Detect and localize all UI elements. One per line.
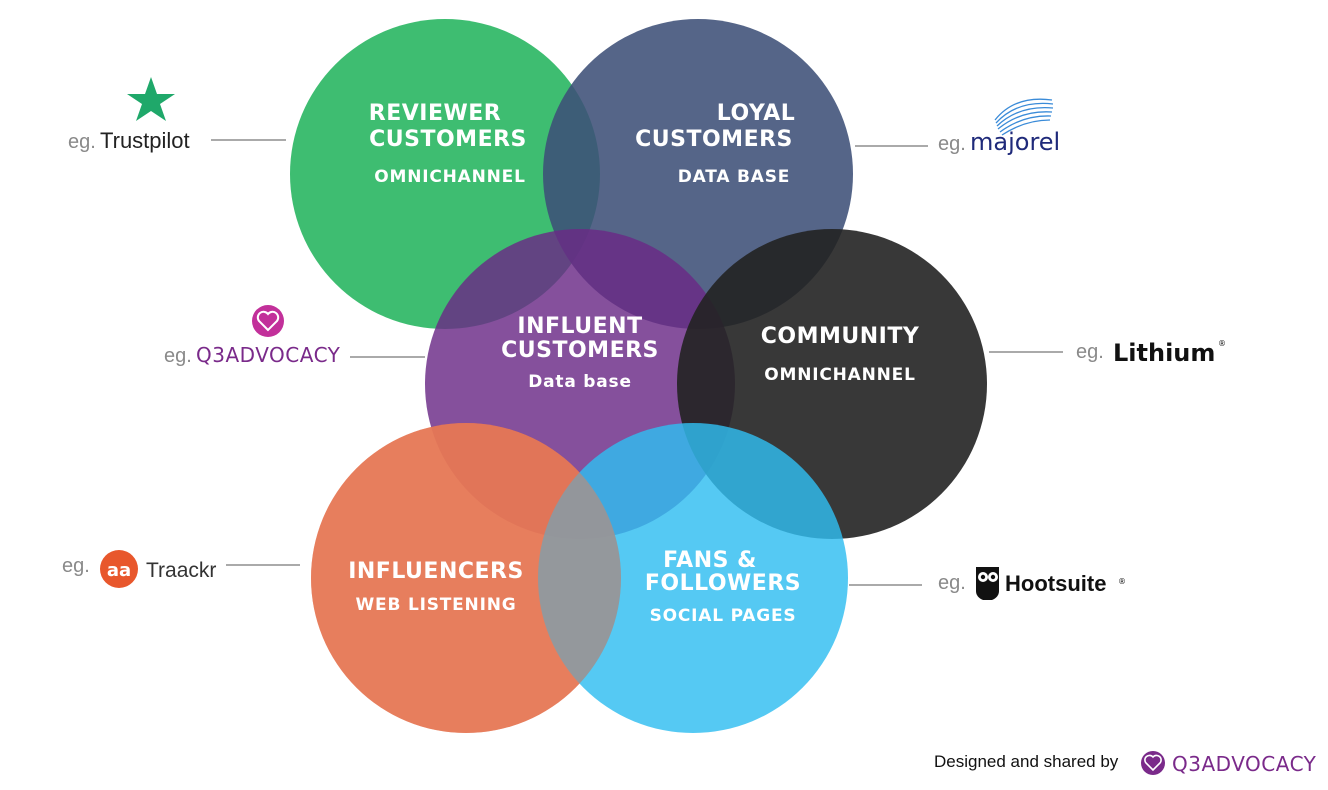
trustpilot-eg: eg. (68, 131, 96, 153)
traackr-eg: eg. (62, 555, 90, 577)
influent-title-2: CUSTOMERS (501, 338, 659, 363)
fans-title-2: FOLLOWERS (645, 571, 801, 596)
lithium-mark: ® (1218, 339, 1226, 348)
heart-icon (1144, 754, 1162, 772)
owl-icon (976, 567, 999, 600)
influencers-sub: WEB LISTENING (356, 595, 517, 615)
example-trustpilot: eg. Trustpilot (68, 77, 190, 153)
loyal-title-2: CUSTOMERS (635, 127, 793, 152)
q3-eg: eg. (164, 345, 192, 367)
example-lithium: eg. Lithium ® (1076, 339, 1226, 367)
credit-heart-icon-bg (1141, 751, 1165, 775)
credit: Designed and shared by Q3ADVOCACY (934, 751, 1317, 776)
loyal-sub: DATA BASE (678, 167, 790, 187)
hootsuite-eg: eg. (938, 572, 966, 594)
majorel-brand: majorel (970, 128, 1060, 156)
credit-text: Designed and shared by (934, 752, 1119, 771)
aa-icon (100, 550, 138, 588)
reviewer-title-1: REVIEWER (369, 101, 501, 126)
reviewer-title-2: CUSTOMERS (369, 127, 527, 152)
trustpilot-brand: Trustpilot (100, 128, 190, 153)
star-icon (127, 77, 175, 121)
example-q3advocacy: eg. Q3ADVOCACY (164, 305, 341, 367)
lithium-brand: Lithium (1113, 339, 1215, 367)
reviewer-sub: OMNICHANNEL (374, 167, 525, 187)
example-traackr: eg. aa Traackr (62, 550, 216, 588)
heart-icon-bg (252, 305, 284, 337)
lithium-eg: eg. (1076, 341, 1104, 363)
influent-title-1: INFLUENT (517, 314, 642, 339)
community-title: COMMUNITY (761, 324, 920, 349)
aa-icon-text: aa (107, 560, 131, 581)
wave-icon (994, 98, 1054, 136)
heart-icon (256, 310, 280, 332)
example-majorel: eg. majorel (938, 98, 1060, 156)
circle-fans (538, 423, 848, 733)
fans-sub: SOCIAL PAGES (650, 606, 797, 626)
traackr-brand: Traackr (146, 559, 216, 582)
majorel-eg: eg. (938, 133, 966, 155)
circle-influencers (311, 423, 621, 733)
hootsuite-brand: Hootsuite (1005, 571, 1106, 596)
credit-brand: Q3ADVOCACY (1172, 752, 1317, 776)
circle-influencers-overlay (311, 423, 621, 733)
fans-title-1: FANS & (663, 548, 757, 573)
loyal-title-1: LOYAL (717, 101, 796, 126)
influencers-title: INFLUENCERS (348, 559, 524, 584)
influent-sub: Data base (528, 372, 632, 392)
example-hootsuite: eg. Hootsuite ® (938, 567, 1126, 600)
hootsuite-mark: ® (1118, 577, 1126, 586)
community-sub: OMNICHANNEL (764, 365, 915, 385)
q3-brand: Q3ADVOCACY (196, 343, 341, 367)
